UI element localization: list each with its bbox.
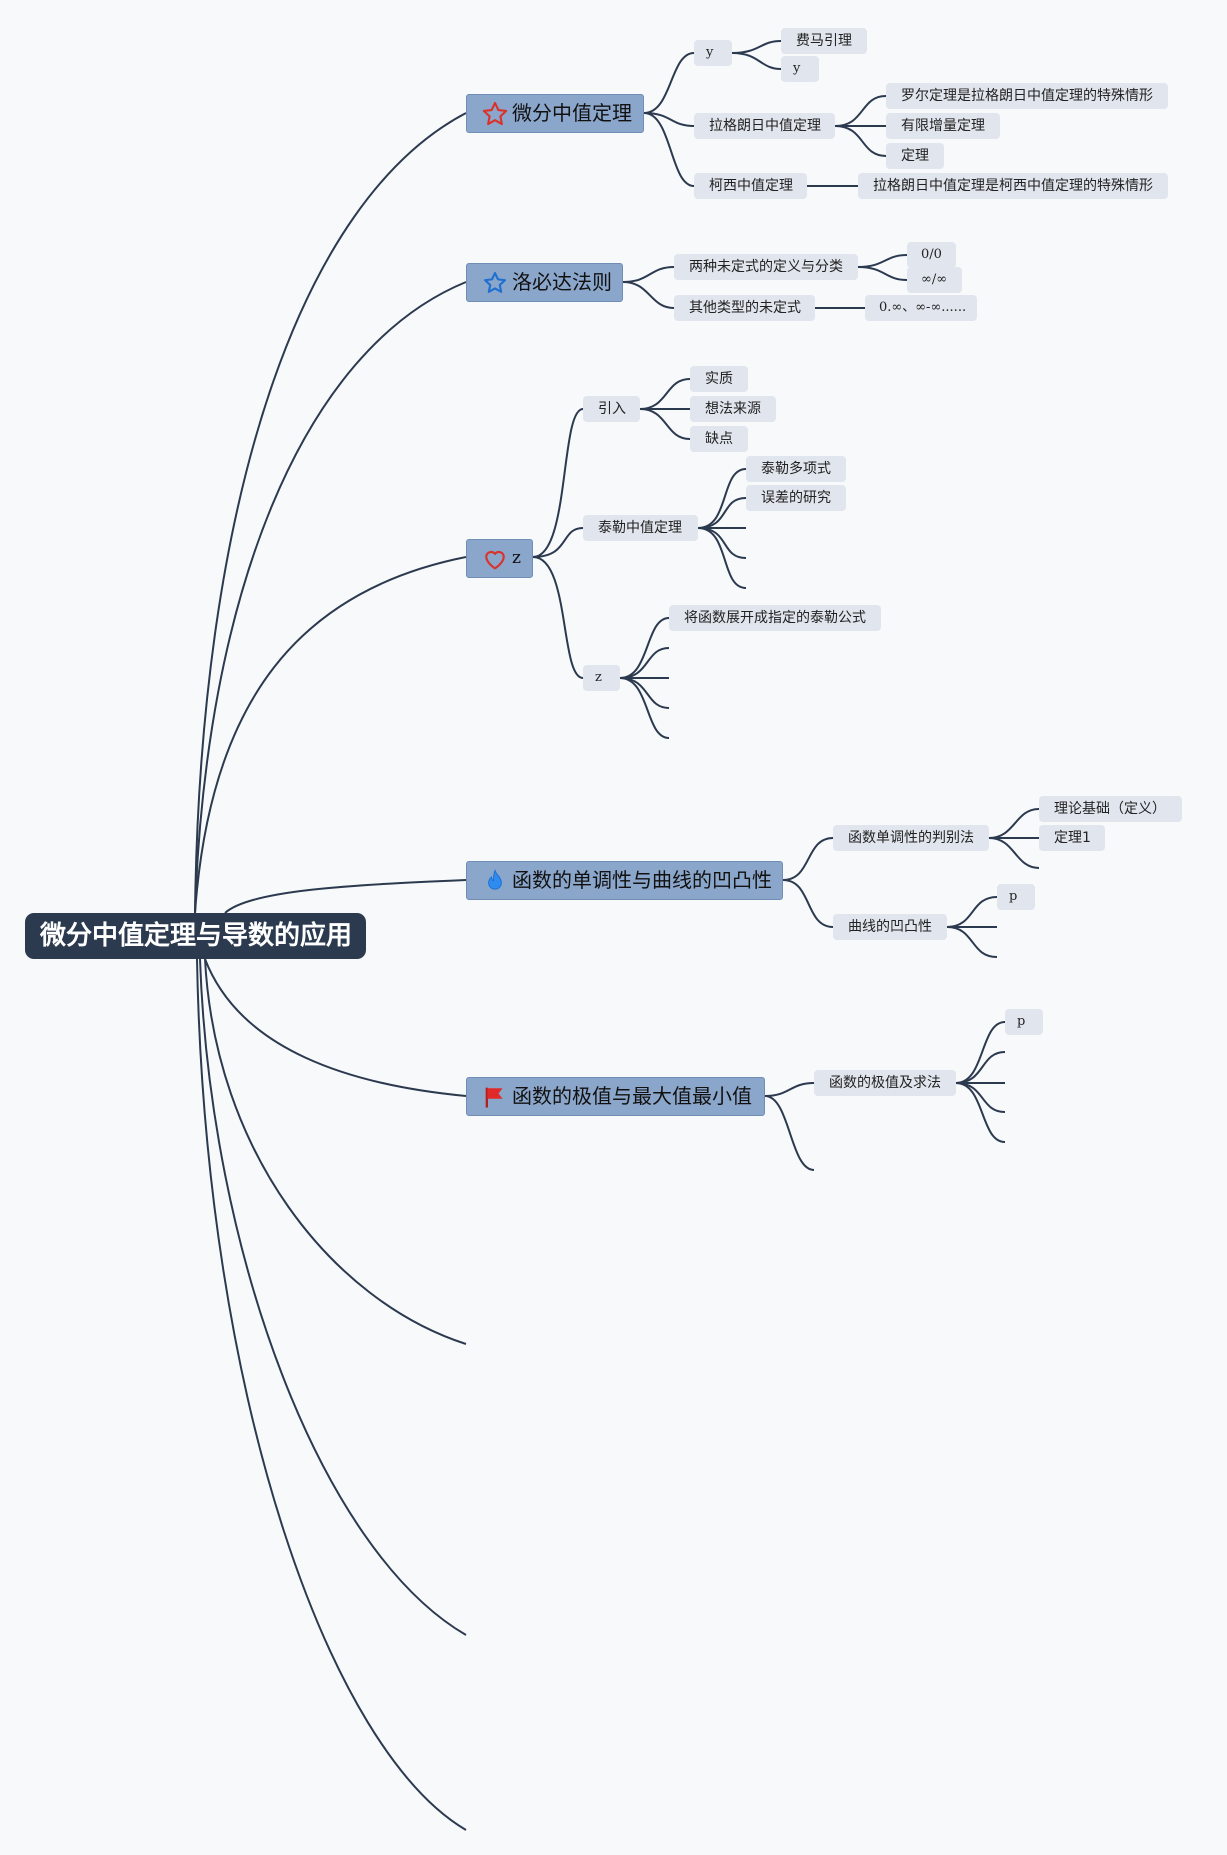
blue-star-outline-icon — [481, 269, 509, 297]
subtopic-two-indeterminate-forms[interactable]: 两种未定式的定义与分类 — [674, 254, 858, 280]
edge-root-t4 — [224, 879, 467, 914]
leaf-essence[interactable]: 实质 — [690, 366, 748, 392]
leaf-finite-increment[interactable]: 有限增量定理 — [886, 113, 1000, 139]
leaf-y[interactable]: y — [781, 56, 819, 82]
leaf-rolle[interactable]: 罗尔定理是拉格朗日中值定理的特殊情形 — [886, 83, 1168, 109]
subtopic-lagrange[interactable]: 拉格朗日中值定理 — [694, 113, 835, 139]
leaf-p-extrema[interactable]: p — [1005, 1009, 1043, 1035]
edge-root-empty-1 — [204, 958, 467, 1345]
root-topic[interactable]: 微分中值定理与导数的应用 — [25, 913, 366, 959]
leaf-other-forms[interactable]: 0.∞、∞-∞...... — [865, 295, 977, 321]
leaf-error-study[interactable]: 误差的研究 — [746, 485, 846, 511]
subtopic-convexity[interactable]: 曲线的凹凸性 — [833, 914, 947, 940]
edge-root-empty-2 — [199, 958, 467, 1636]
leaf-theorem-1[interactable]: 定理1 — [1039, 825, 1105, 851]
red-star-outline-icon — [481, 100, 509, 128]
edge-root-t2 — [194, 281, 467, 914]
edge-root-t3 — [194, 556, 467, 914]
topic-mean-value-theorems[interactable]: 微分中值定理 — [466, 94, 644, 133]
subtopic-cauchy[interactable]: 柯西中值定理 — [694, 173, 807, 199]
topic-label: 函数的极值与最大值最小值 — [512, 1084, 752, 1108]
blue-flame-icon — [481, 867, 509, 895]
leaf-lagrange-special-case[interactable]: 拉格朗日中值定理是柯西中值定理的特殊情形 — [858, 173, 1168, 199]
topic-label: 洛必达法则 — [512, 270, 612, 294]
topic-monotonicity-convexity[interactable]: 函数的单调性与曲线的凹凸性 — [466, 861, 783, 900]
subtopic-intro[interactable]: 引入 — [583, 396, 640, 422]
topic-label: 微分中值定理 — [512, 101, 632, 125]
subtopic-other-indeterminate-forms[interactable]: 其他类型的未定式 — [674, 295, 815, 321]
leaf-inf-over-inf[interactable]: ∞/∞ — [907, 267, 962, 293]
leaf-zero-over-zero[interactable]: 0/0 — [907, 242, 956, 268]
subtopic-monotonicity-test[interactable]: 函数单调性的判别法 — [833, 825, 989, 851]
red-heart-outline-icon — [481, 545, 509, 573]
subtopic-y[interactable]: y — [694, 40, 732, 66]
leaf-taylor-expansion[interactable]: 将函数展开成指定的泰勒公式 — [669, 605, 881, 631]
leaf-fermat[interactable]: 费马引理 — [781, 28, 867, 54]
topic-lhopital[interactable]: 洛必达法则 — [466, 263, 623, 302]
edge-root-empty-3 — [196, 958, 467, 1831]
red-flag-icon — [481, 1083, 509, 1111]
topic-z[interactable]: z — [466, 539, 533, 578]
leaf-idea-source[interactable]: 想法来源 — [690, 396, 776, 422]
leaf-taylor-polynomial[interactable]: 泰勒多项式 — [746, 456, 846, 482]
subtopic-z[interactable]: z — [583, 665, 620, 691]
topic-label: 函数的单调性与曲线的凹凸性 — [512, 868, 772, 892]
subtopic-taylor-theorem[interactable]: 泰勒中值定理 — [583, 515, 698, 541]
leaf-p-convexity[interactable]: p — [997, 884, 1035, 910]
edge-root-t5 — [204, 958, 467, 1097]
topic-label: z — [512, 548, 521, 568]
topic-extrema[interactable]: 函数的极值与最大值最小值 — [466, 1077, 765, 1116]
leaf-theoretical-basis[interactable]: 理论基础（定义） — [1039, 796, 1182, 822]
leaf-theorem[interactable]: 定理 — [886, 143, 944, 169]
leaf-shortcomings[interactable]: 缺点 — [690, 426, 748, 452]
edge-root-t1 — [194, 112, 467, 914]
subtopic-extrema-method[interactable]: 函数的极值及求法 — [814, 1070, 956, 1096]
